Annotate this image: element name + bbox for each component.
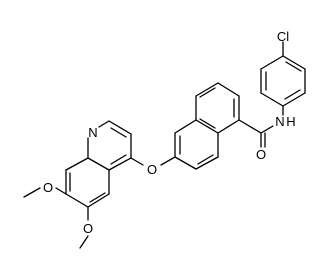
ether-link: [130, 156, 176, 166]
bond-ring: [174, 119, 197, 134]
bond-ring-inner: [199, 118, 216, 129]
amide-hydrogen-label: H: [286, 114, 295, 129]
bond-ring: [282, 92, 306, 107]
bond-ring-inner: [110, 154, 127, 165]
bond-ring: [260, 92, 284, 107]
bond-ring-inner: [285, 61, 302, 72]
chlorine-atom-label: Cl: [277, 29, 289, 44]
quinoline-ring: [65, 120, 132, 208]
bond-ring-inner: [284, 89, 301, 100]
bond-ring-methoxy-o: [55, 187, 67, 195]
bond-carbonyl-naphthalene: [238, 119, 262, 134]
amide-nitrogen-label: N: [275, 114, 284, 129]
bond-ring: [195, 156, 219, 170]
ether-oxygen-label: O: [147, 162, 157, 177]
bond-ring-inner: [89, 192, 106, 203]
amide-group: [238, 105, 284, 148]
bond-ring-inner: [197, 154, 214, 165]
methoxy-oxygen-lower-label: O: [83, 221, 93, 236]
quinoline-nitrogen-label: N: [88, 125, 97, 140]
naphthalene-ring: [174, 82, 240, 170]
bond-ring: [98, 120, 110, 128]
bond-ring: [65, 193, 89, 208]
bond-ring: [174, 156, 197, 170]
bond-nh-carbonyl: [260, 125, 274, 134]
carbonyl-oxygen-label: O: [256, 147, 266, 162]
chlorophenyl-ring: [260, 41, 306, 107]
bond-ring: [87, 193, 110, 208]
bond-ring: [108, 120, 132, 135]
bond-methoxy-methyl: [79, 235, 89, 249]
methoxy-groups: [23, 187, 89, 249]
bond-ring-inner: [199, 87, 216, 98]
methoxy-oxygen-upper-label: O: [43, 180, 53, 195]
bond-naphthalene-o: [160, 156, 176, 166]
bond-ring: [195, 82, 219, 97]
bond-ring: [87, 157, 110, 171]
bond-o-quinoline: [130, 157, 144, 166]
bond-ring: [260, 55, 284, 70]
bond-ring: [195, 119, 219, 134]
bond-ring: [282, 55, 306, 70]
bond-methoxy-methyl: [23, 187, 41, 198]
bond-ring: [217, 82, 240, 97]
bond-ring: [108, 157, 132, 171]
bond-ring: [217, 119, 240, 134]
bond-ring-inner: [110, 127, 127, 138]
bond-ring: [65, 157, 89, 171]
